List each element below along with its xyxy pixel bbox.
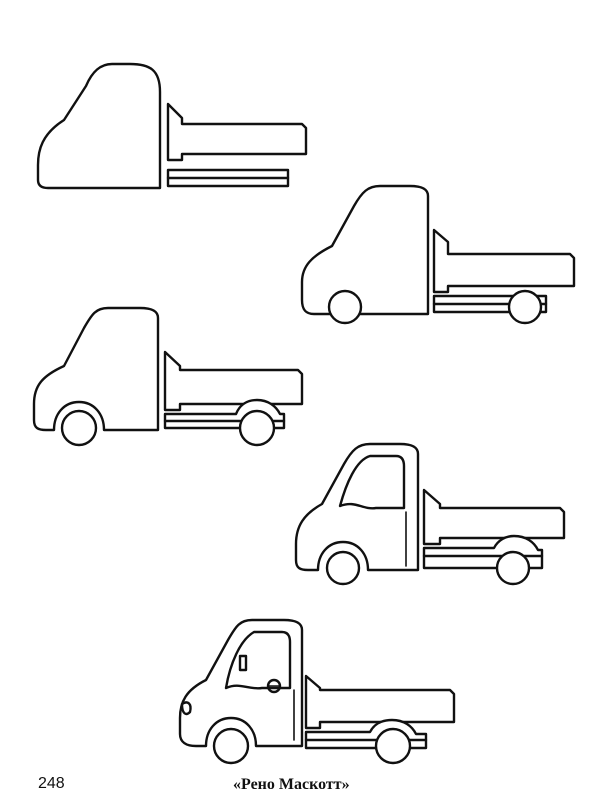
cargo-bed <box>304 674 456 730</box>
cargo-bed <box>163 350 304 412</box>
truck-step-3 <box>32 306 304 447</box>
cargo-bed <box>432 228 576 294</box>
rear-wheel <box>507 289 543 325</box>
rear-wheel <box>495 550 531 586</box>
cab-window <box>224 630 292 690</box>
truck-step-1 <box>36 62 308 190</box>
front-wheel <box>325 550 361 586</box>
truck-step-4 <box>294 442 566 586</box>
truck-step-5 <box>178 618 456 765</box>
front-wheel <box>212 727 250 765</box>
cab-outline <box>32 306 160 432</box>
cargo-bed <box>166 102 308 162</box>
truck-step-2 <box>300 184 576 325</box>
front-wheel <box>327 289 363 325</box>
cab-outline <box>300 184 430 316</box>
rear-wheel <box>238 409 276 447</box>
cargo-bed <box>422 488 566 546</box>
headlight <box>180 701 192 716</box>
rear-wheel <box>374 727 412 765</box>
side-mirror <box>238 654 248 672</box>
cab-outline <box>36 62 162 190</box>
page-number: 248 <box>38 775 65 792</box>
front-wheel <box>60 409 98 447</box>
cab-window <box>338 454 406 510</box>
figure-caption: «Рено Маскотт» <box>233 776 350 793</box>
